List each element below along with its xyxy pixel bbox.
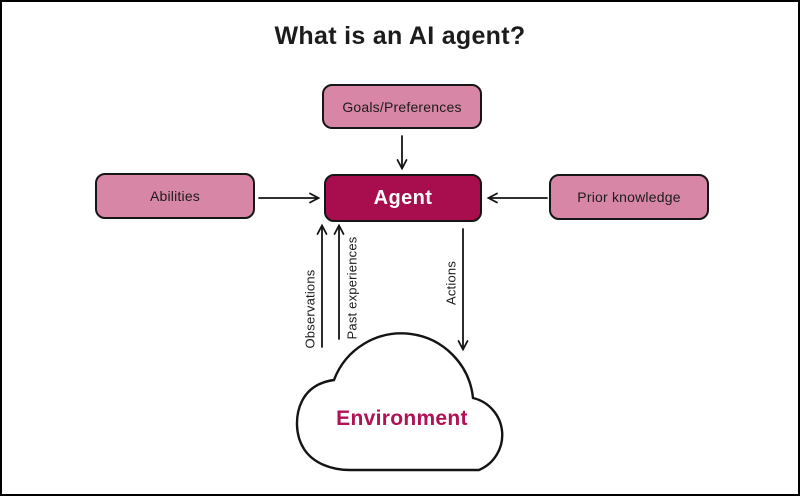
node-prior-knowledge-label: Prior knowledge: [577, 189, 681, 205]
node-abilities: Abilities: [95, 173, 255, 219]
node-goals-preferences-label: Goals/Preferences: [342, 98, 462, 115]
arrow-observations: [316, 223, 328, 348]
arrow-goals-to-agent: [396, 135, 408, 171]
node-environment-label: Environment: [336, 407, 468, 430]
edge-label-observations: Observations: [302, 269, 318, 349]
arrow-prior-knowledge-to-agent: [486, 192, 548, 204]
arrow-actions: [457, 228, 469, 352]
environment-cloud-shape: [295, 332, 504, 472]
arrow-abilities-to-agent: [258, 192, 321, 204]
arrow-past-experiences: [333, 223, 345, 340]
node-goals-preferences: Goals/Preferences: [322, 84, 482, 129]
node-agent-label: Agent: [373, 186, 433, 209]
node-agent: Agent: [324, 174, 482, 222]
diagram-title: What is an AI agent?: [274, 22, 526, 50]
node-prior-knowledge: Prior knowledge: [549, 174, 709, 220]
node-abilities-label: Abilities: [149, 188, 201, 204]
edge-label-past-experiences: Past experiences: [344, 236, 360, 340]
edge-label-actions: Actions: [443, 260, 459, 306]
